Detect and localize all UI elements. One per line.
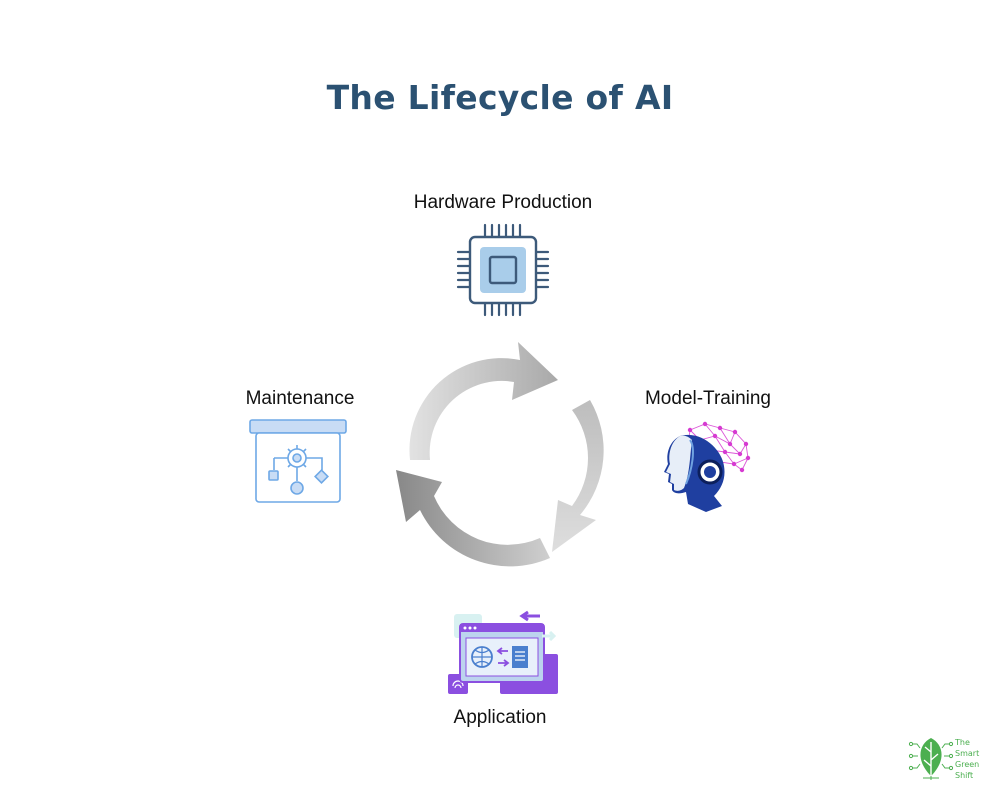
cpu-chip-icon <box>456 223 550 317</box>
ai-head-icon <box>664 421 751 512</box>
stage-label-maintenance: Maintenance <box>245 388 355 409</box>
brand-wordmark: The Smart Green Shift <box>955 737 979 781</box>
brand-line: The <box>955 738 970 747</box>
page-title: The Lifecycle of AI <box>326 78 674 117</box>
brand-line: Green <box>955 760 980 769</box>
brand-line: Shift <box>955 771 974 780</box>
stage-label-hardware: Hardware Production <box>413 192 593 213</box>
brand-line: Smart <box>955 749 980 758</box>
leaf-circuit-logo-icon <box>908 738 954 780</box>
cycle-arrows-icon <box>396 342 604 567</box>
stage-label-model-training: Model-Training <box>644 388 771 409</box>
maintenance-board-icon <box>249 419 347 503</box>
web-application-icon <box>448 610 558 694</box>
stage-label-application: Application <box>453 707 547 728</box>
